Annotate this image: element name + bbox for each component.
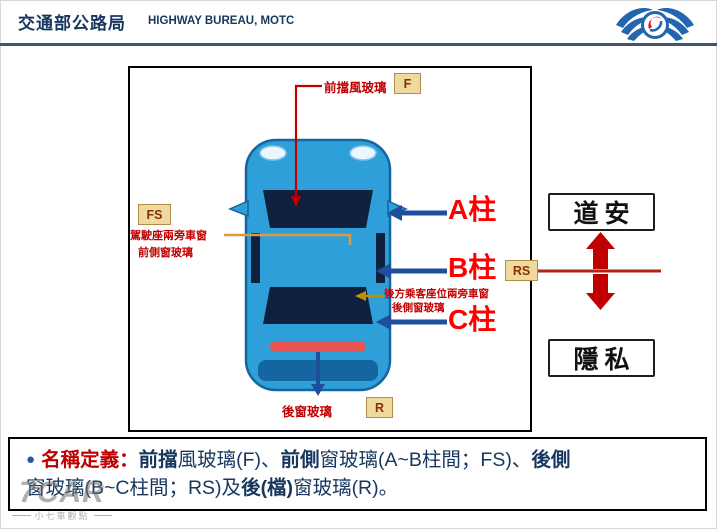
- code-badge-r: R: [366, 397, 393, 418]
- logo-center-ring: [641, 11, 669, 39]
- b-pillar-label: B柱: [448, 252, 497, 283]
- highway-bureau-logo-icon: [616, 7, 694, 41]
- watermark-subtitle: 小七車觀點: [12, 509, 112, 522]
- privacy-arrow-shaft: [593, 274, 608, 295]
- rear-side-note-line1: 後方乘客座位兩旁車窗: [384, 288, 489, 300]
- header-divider: [0, 43, 717, 46]
- privacy-box: 隱私: [548, 339, 655, 377]
- definition-text: 窗玻璃(B~C柱間；RS)及: [26, 477, 242, 500]
- rear-window-label: 後窗玻璃: [282, 405, 333, 419]
- safety-arrow-shaft: [593, 247, 608, 269]
- definition-box: ● 名稱定義：前擋風玻璃(F)、前側窗玻璃(A~B柱間；FS)、後側窗玻璃(B~C…: [8, 437, 707, 511]
- definition-term: 前擋: [138, 449, 178, 471]
- safety-arrowhead: [586, 232, 615, 249]
- road-safety-label: 道安: [573, 200, 636, 228]
- road-safety-box: 道安: [548, 193, 655, 231]
- definition-text: 窗玻璃(A~B柱間；FS)、: [319, 449, 532, 471]
- definition-term: 前側: [280, 449, 320, 471]
- front-side-note-line1: 駕駛座兩旁車窗: [130, 230, 207, 242]
- logo-center-blue-swirl: [649, 20, 663, 32]
- definition-text: 風玻璃(F)、: [177, 449, 281, 471]
- bullet-icon: ●: [26, 451, 36, 468]
- definition-term: 後側: [531, 449, 571, 471]
- definition-text: 窗玻璃(R)。: [293, 477, 399, 500]
- watermark-subtitle-text: 小七車觀點: [34, 511, 90, 521]
- logo-center-red-swirl: [648, 16, 662, 29]
- code-badge-fs: FS: [138, 204, 171, 225]
- front-side-note-line2: 前側窗玻璃: [138, 247, 193, 259]
- definition-term: 後(檔): [241, 477, 294, 500]
- watermark-brand: 7CAR: [19, 476, 105, 509]
- front-windshield-label: 前擋風玻璃: [324, 81, 387, 95]
- privacy-arrowhead: [586, 293, 615, 310]
- code-badge-f: F: [394, 73, 421, 94]
- a-pillar-label: A柱: [448, 194, 497, 225]
- watermark-7car: 7CAR 小七車觀點: [12, 476, 112, 522]
- agency-title-zh: 交通部公路局: [18, 14, 126, 33]
- code-badge-rs: RS: [505, 260, 538, 281]
- rear-side-note-line2: 後側窗玻璃: [392, 302, 445, 314]
- c-pillar-label: C柱: [448, 304, 497, 335]
- agency-title-en: HIGHWAY BUREAU, MOTC: [148, 15, 295, 27]
- privacy-label: 隱私: [573, 346, 636, 374]
- definition-heading: 名稱定義：: [41, 449, 139, 471]
